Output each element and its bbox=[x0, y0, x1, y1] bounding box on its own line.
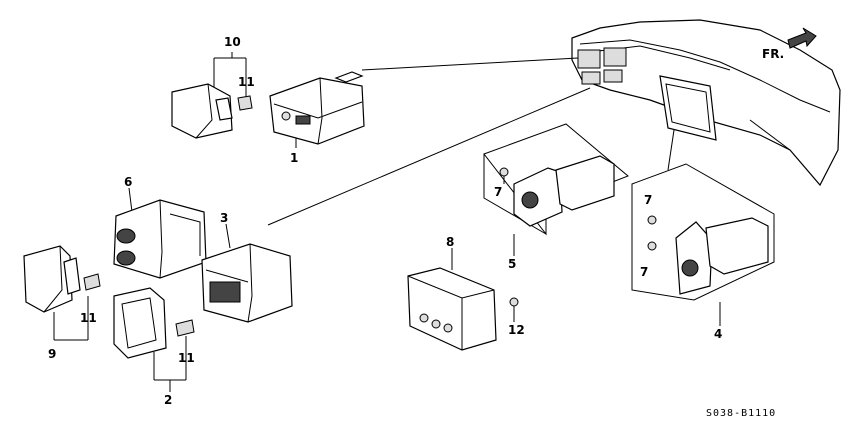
part-11-clip-left bbox=[83, 273, 101, 291]
part-4-key-cylinder bbox=[675, 217, 769, 295]
callout-12: 12 bbox=[508, 323, 525, 337]
callout-6: 6 bbox=[124, 175, 132, 189]
part-9-blank-cap bbox=[23, 245, 81, 313]
part-2-bezel bbox=[113, 287, 167, 359]
part-12-screw bbox=[509, 297, 519, 312]
direction-label: FR. bbox=[762, 47, 784, 61]
part-7-screw-upper bbox=[499, 167, 509, 184]
part-8-module bbox=[407, 267, 497, 351]
part-11-clip-bottom bbox=[175, 319, 195, 337]
part-6-double-switch bbox=[113, 199, 207, 279]
callout-5: 5 bbox=[508, 257, 516, 271]
part-10-switch-cover bbox=[171, 83, 233, 139]
callout-11-top: 11 bbox=[238, 75, 255, 89]
diagram-code: S038-B1110 bbox=[706, 408, 776, 419]
callout-10: 10 bbox=[224, 35, 241, 49]
callout-2: 2 bbox=[164, 393, 172, 407]
callout-3: 3 bbox=[220, 211, 228, 225]
callout-7-right-upper: 7 bbox=[644, 193, 652, 207]
part-7-screw-right-upper bbox=[647, 215, 657, 225]
callout-7-right-lower: 7 bbox=[640, 265, 648, 279]
part-3-switch bbox=[201, 243, 293, 323]
callout-8: 8 bbox=[446, 235, 454, 249]
part-7-screw-right-lower bbox=[647, 241, 657, 251]
callout-11-left: 11 bbox=[80, 311, 97, 325]
callout-7-upper: 7 bbox=[494, 185, 502, 199]
front-direction-arrow-icon bbox=[787, 27, 817, 49]
callout-11-bottom: 11 bbox=[178, 351, 195, 365]
part-4-assembly-box bbox=[631, 163, 775, 301]
part-5-key-cylinder bbox=[513, 155, 615, 227]
part-1-switch bbox=[269, 71, 365, 145]
dashboard-outline bbox=[571, 19, 841, 187]
part-11-clip-top bbox=[237, 95, 253, 111]
callout-9: 9 bbox=[48, 347, 56, 361]
callout-4: 4 bbox=[714, 327, 722, 341]
callout-1: 1 bbox=[290, 151, 298, 165]
leader-lines bbox=[53, 52, 721, 392]
